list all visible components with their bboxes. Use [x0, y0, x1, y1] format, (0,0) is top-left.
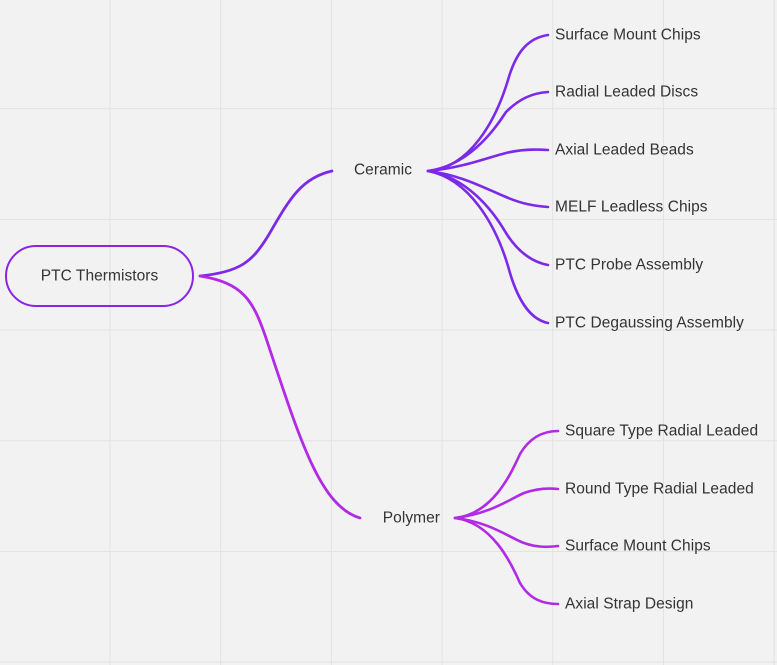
edge-ceramic-to-leaf-5	[426, 169, 550, 325]
edge-ceramic-to-leaf-3	[426, 169, 550, 209]
edge-root-to-ceramic	[198, 169, 334, 278]
edge-root-to-polymer	[198, 274, 362, 520]
leaf-node-label-polymer-3[interactable]: Axial Strap Design	[565, 595, 694, 613]
edge-polymer-to-leaf-2	[453, 516, 560, 549]
leaf-node-label-polymer-0[interactable]: Square Type Radial Leaded	[565, 422, 759, 440]
edge-ceramic-to-leaf-0	[426, 33, 550, 173]
leaf-node-label-ceramic-0[interactable]: Surface Mount Chips	[555, 26, 701, 44]
root-node-label: PTC Thermistors	[40, 267, 159, 285]
branch-node-polymer-label[interactable]: Polymer	[382, 509, 440, 527]
edge-polymer-to-leaf-3	[453, 516, 560, 606]
edge-ceramic-to-leaf-2	[426, 148, 550, 173]
root-node[interactable]	[5, 245, 194, 307]
edge-polymer-to-leaf-0	[453, 429, 560, 520]
leaf-node-label-ceramic-1[interactable]: Radial Leaded Discs	[555, 83, 699, 101]
edge-ceramic-to-leaf-4	[426, 169, 550, 267]
leaf-node-label-ceramic-3[interactable]: MELF Leadless Chips	[555, 198, 708, 216]
leaf-node-label-ceramic-5[interactable]: PTC Degaussing Assembly	[555, 314, 744, 332]
edge-polymer-to-leaf-1	[453, 487, 560, 520]
edge-ceramic-to-leaf-1	[426, 90, 550, 173]
leaf-node-label-polymer-2[interactable]: Surface Mount Chips	[565, 537, 711, 555]
leaf-node-label-ceramic-2[interactable]: Axial Leaded Beads	[555, 141, 694, 159]
leaf-node-label-polymer-1[interactable]: Round Type Radial Leaded	[565, 480, 754, 498]
leaf-node-label-ceramic-4[interactable]: PTC Probe Assembly	[555, 256, 704, 274]
branch-node-ceramic-label[interactable]: Ceramic	[353, 161, 412, 179]
